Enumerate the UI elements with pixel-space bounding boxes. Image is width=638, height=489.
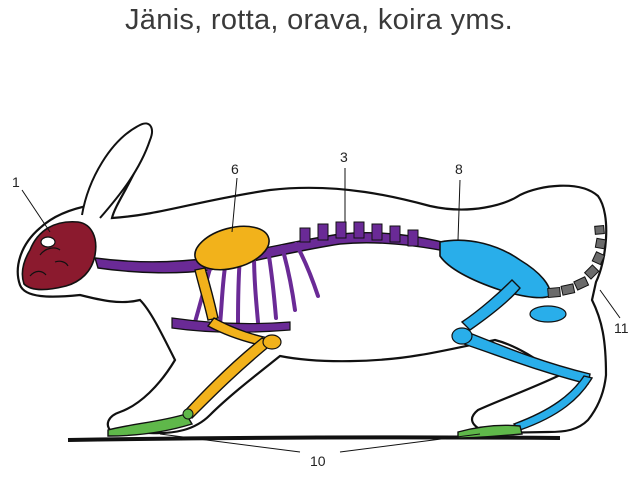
skull-eye-socket bbox=[41, 237, 55, 247]
label-front-limb: 6 bbox=[231, 161, 239, 177]
label-feet: 10 bbox=[310, 453, 326, 469]
hind-knee bbox=[452, 328, 472, 344]
label-hind-limb: 8 bbox=[455, 161, 463, 177]
front-wrist-joint bbox=[183, 409, 193, 419]
label-spine: 3 bbox=[340, 149, 348, 165]
front-elbow bbox=[263, 335, 281, 349]
label-skull: 1 bbox=[12, 174, 20, 190]
label-tail: 11 bbox=[614, 320, 629, 336]
patella bbox=[530, 306, 566, 322]
ground-line bbox=[68, 437, 560, 440]
